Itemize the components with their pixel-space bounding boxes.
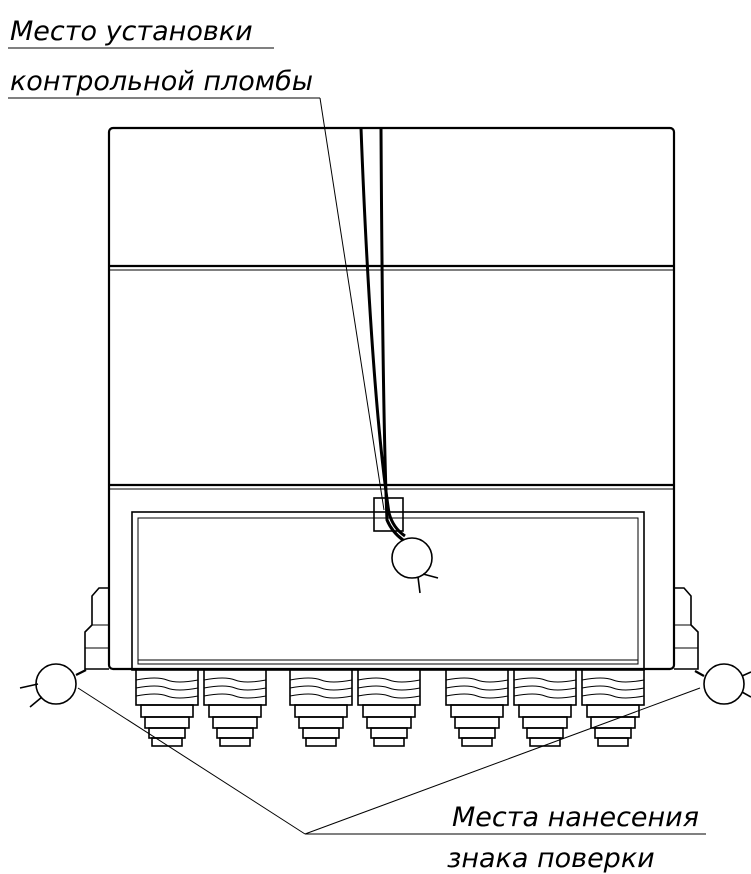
terminal-1-wave-2 [135, 685, 199, 691]
terminal-2-wave-3 [203, 693, 267, 699]
seal-callout-line-1: Место установки [10, 16, 253, 47]
terminal-6-step-3 [526, 727, 564, 739]
verification-leader-left [77, 687, 306, 835]
seal-wire [359, 127, 406, 542]
verification-callout: Места нанесения знака поверки [19, 663, 751, 874]
terminal-2-wave-2 [203, 685, 267, 691]
terminal-cover-outer [131, 511, 645, 671]
terminal-1-wave-1 [135, 677, 199, 683]
terminal-5-wave-1 [445, 677, 509, 683]
verification-callout-line-2: знака поверки [447, 843, 655, 874]
terminal-1-step-4 [151, 737, 183, 747]
terminal-7-step-1 [586, 704, 640, 718]
terminal-5-step-2 [454, 716, 500, 729]
terminal-4-wave-3 [357, 693, 421, 699]
terminal-3-step-3 [302, 727, 340, 739]
verification-leader-right [304, 687, 701, 835]
terminal-2-step-2 [212, 716, 258, 729]
left-bracket-outline [84, 587, 109, 670]
terminal-4-step-2 [366, 716, 412, 729]
terminal-1-step-1 [140, 704, 194, 718]
terminal-7-wave-3 [581, 693, 645, 699]
verification-marker-right-arrow [694, 670, 705, 677]
terminal-1-step-3 [148, 727, 186, 739]
terminal-3-step-4 [305, 737, 337, 747]
terminal-6-step-4 [529, 737, 561, 747]
verification-marker-right-tail-2 [741, 691, 751, 698]
terminal-5-wave-3 [445, 693, 509, 699]
terminal-1-wave-3 [135, 693, 199, 699]
terminal-2-step-3 [216, 727, 254, 739]
terminal-1-step-2 [144, 716, 190, 729]
terminal-7-step-3 [594, 727, 632, 739]
verification-marker-left-tail-2 [29, 696, 43, 708]
seal-fixture [373, 497, 404, 532]
terminal-5-wave-2 [445, 685, 509, 691]
verification-marker-left-arrow [75, 669, 87, 676]
terminal-7-wave-2 [581, 685, 645, 691]
meter-housing [107, 126, 676, 671]
terminal-6-wave-2 [513, 685, 577, 691]
terminal-3-step-1 [294, 704, 348, 718]
terminal-2-step-1 [208, 704, 262, 718]
terminal-3-wave-3 [289, 693, 353, 699]
right-bracket [674, 587, 699, 670]
seal-location-marker [391, 537, 433, 579]
seal-callout-line-2: контрольной пломбы [10, 66, 313, 97]
terminal-2-wave-1 [203, 677, 267, 683]
terminal-6-wave-1 [513, 677, 577, 683]
terminal-5-step-4 [461, 737, 493, 747]
seal-callout: Место установки контрольной пломбы [8, 16, 439, 594]
verification-callout-line-1: Места нанесения [452, 802, 699, 833]
housing-outline [107, 126, 676, 671]
terminal-5-step-1 [450, 704, 504, 718]
terminal-4-wave-1 [357, 677, 421, 683]
terminal-6-step-1 [518, 704, 572, 718]
verification-marker-right [703, 663, 745, 705]
terminal-6-wave-3 [513, 693, 577, 699]
seal-marker-tail-2 [417, 576, 421, 594]
terminal-5-step-3 [458, 727, 496, 739]
terminal-cover-inner [137, 517, 639, 665]
verification-marker-right-tail [741, 671, 751, 677]
terminal-3-wave-1 [289, 677, 353, 683]
terminal-2-step-4 [219, 737, 251, 747]
terminal-3-step-2 [298, 716, 344, 729]
terminal-4-step-1 [362, 704, 416, 718]
terminal-block [135, 668, 645, 747]
seal-wire-strand-left [359, 127, 406, 538]
seal-wire-strand-right [379, 127, 404, 542]
left-bracket [84, 587, 109, 670]
terminal-6-step-2 [522, 716, 568, 729]
terminal-4-wave-2 [357, 685, 421, 691]
seal-callout-leader [319, 97, 385, 511]
right-bracket-outline [674, 587, 699, 670]
terminal-7-step-4 [597, 737, 629, 747]
terminal-3-wave-2 [289, 685, 353, 691]
terminal-4-step-4 [373, 737, 405, 747]
seal-marker-tail [422, 573, 439, 579]
terminal-4-step-3 [370, 727, 408, 739]
terminal-7-wave-1 [581, 677, 645, 683]
verification-marker-left-tail [19, 683, 39, 689]
